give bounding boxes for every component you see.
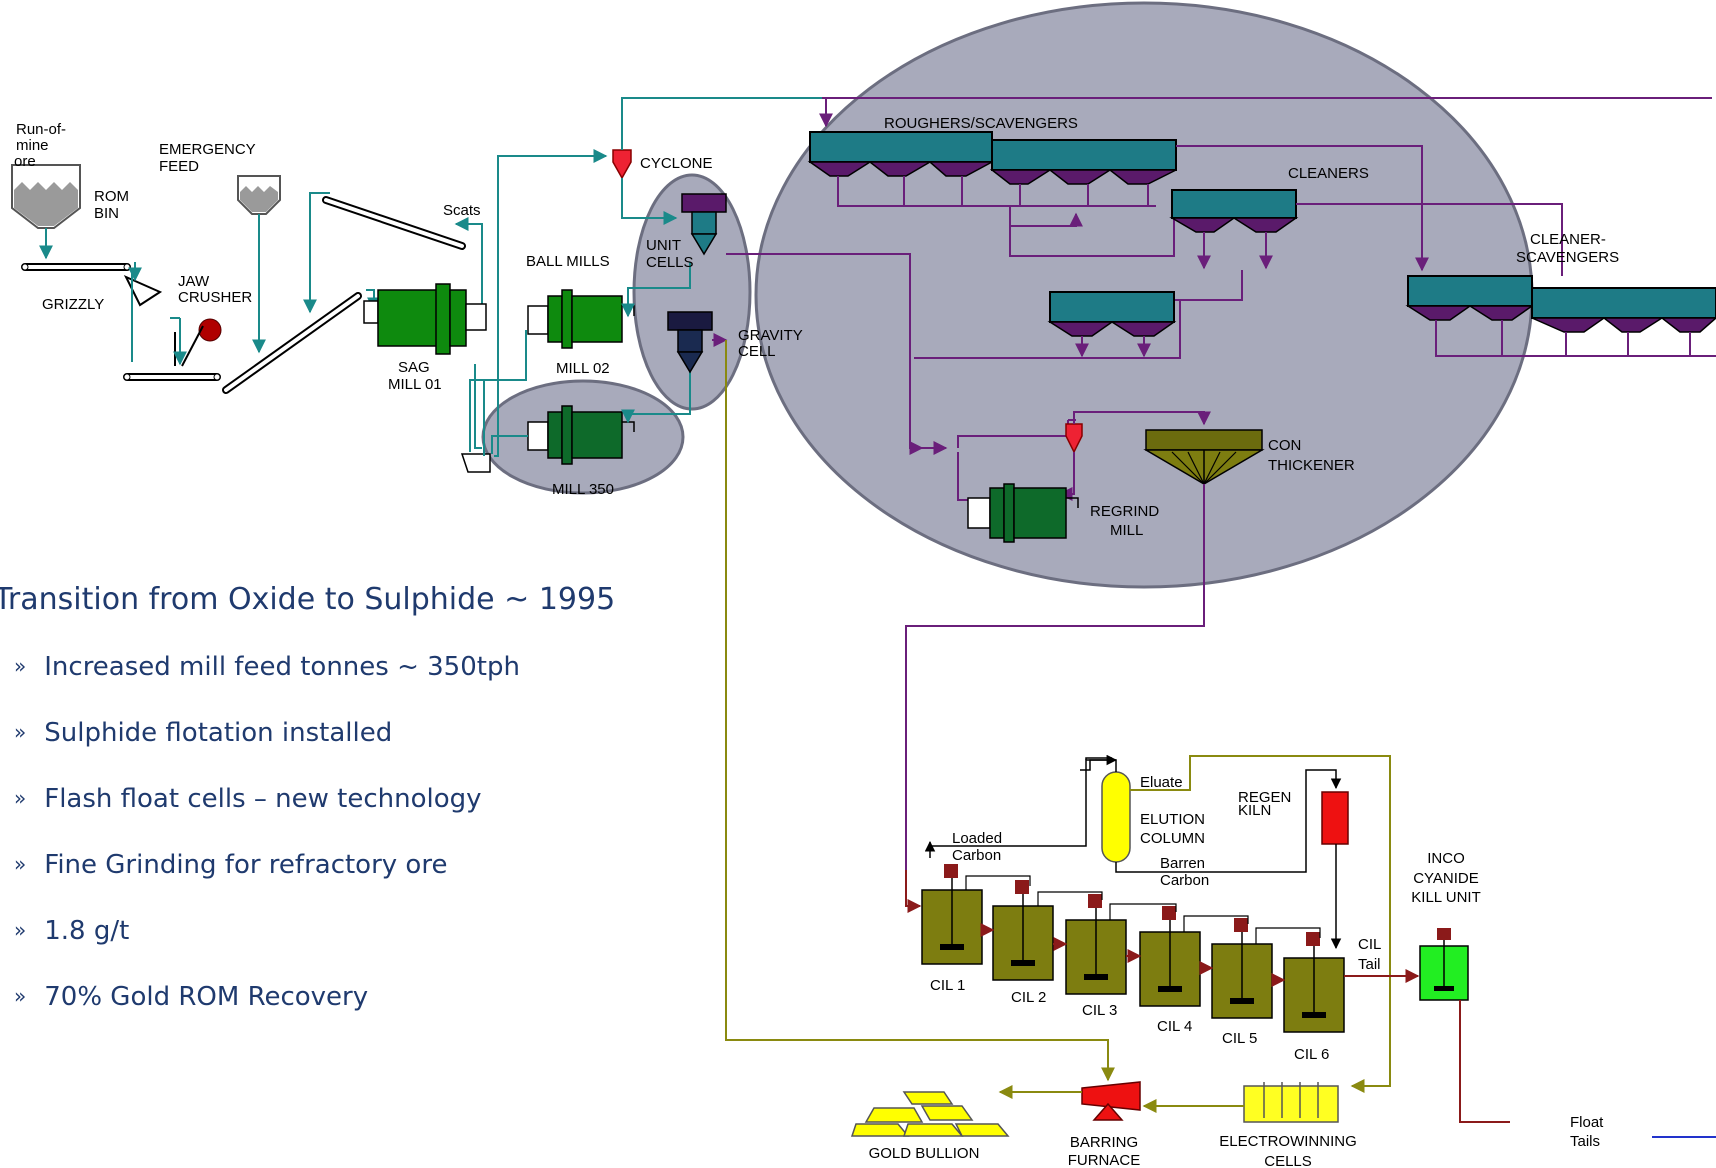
mill-02 — [527, 289, 635, 349]
cil-5-label: CIL 5 — [1222, 1030, 1257, 1047]
unit-cells-zone — [632, 173, 752, 411]
pump-box — [460, 453, 491, 473]
gravity-con-line — [725, 340, 1115, 1082]
cil-interstage-lines — [965, 875, 1321, 987]
mill-02-label: MILL 02 — [556, 360, 610, 377]
cleaners-label: CLEANERS — [1288, 165, 1369, 182]
sag-mill — [363, 283, 487, 355]
float-tails-line — [1459, 1000, 1510, 1123]
regrind-overflow-line — [1073, 411, 1211, 426]
mill-feed-conveyor — [222, 292, 362, 394]
cil-3-label: CIL 3 — [1082, 1002, 1117, 1019]
regen-kiln — [1321, 791, 1349, 845]
rom-bin — [11, 164, 81, 229]
mill350-discharge-line — [491, 435, 528, 454]
unit-cell — [681, 193, 727, 256]
gold-bullion-label: GOLD BULLION — [869, 1145, 980, 1162]
cil-2-label: CIL 2 — [1011, 989, 1046, 1006]
sag-discharge-line — [474, 364, 482, 449]
cil-tank — [1139, 906, 1201, 1007]
loaded-carbon-to-column — [1085, 757, 1112, 760]
cil-tank — [992, 880, 1054, 981]
scats-label: Scats — [443, 202, 481, 219]
mill-350-label: MILL 350 — [552, 481, 614, 498]
cil-6-label: CIL 6 — [1294, 1046, 1329, 1063]
cil-1-label: CIL 1 — [930, 977, 965, 994]
gravity-cell — [667, 311, 713, 374]
cil-tank — [921, 864, 983, 965]
cil-tank — [1283, 932, 1345, 1033]
cil-tanks — [921, 864, 1345, 1033]
cyclone-underflow-line — [621, 178, 678, 225]
barring-furnace — [1081, 1081, 1141, 1121]
mill02-feed-line — [621, 262, 691, 318]
eluate-label: Eluate — [1140, 774, 1183, 791]
regrind-discharge-line — [957, 452, 970, 501]
elution-column — [1101, 771, 1131, 863]
cil-tank — [1211, 918, 1273, 1019]
inco-kill-unit — [1419, 928, 1469, 1001]
cyclone-underflow-02-line — [469, 330, 527, 452]
electrowinning-cells — [1243, 1082, 1339, 1123]
cil-tank — [1065, 894, 1127, 995]
mill-350 — [527, 405, 635, 465]
grizzly — [21, 263, 131, 271]
eluate-line — [1130, 755, 1391, 1093]
cyclone — [612, 149, 632, 180]
cyclone-feed-line — [494, 149, 608, 457]
cleaner-scavenger-bank — [1405, 275, 1716, 333]
scats-return-line — [454, 217, 483, 304]
scav-con-collector — [1435, 320, 1716, 357]
cleaner-scavengers-label: CLEANER-SCAVENGERS — [1516, 231, 1619, 266]
cyclone-label: CYCLONE — [640, 155, 713, 172]
recleaner-bank — [1047, 291, 1177, 337]
cil-feed-line — [905, 870, 922, 913]
cil-4-label: CIL 4 — [1157, 1018, 1192, 1035]
con-thickener — [1143, 429, 1265, 485]
cleaner-feed-line — [1009, 206, 1083, 227]
regrind-cyclone — [1065, 423, 1083, 454]
crusher-conveyor — [123, 373, 221, 381]
rougher-con-collector — [837, 176, 1156, 207]
emergency-feed-bin — [237, 175, 281, 215]
kiln-feed-line — [1115, 769, 1342, 873]
roughers-label: ROUGHERS/SCAVENGERS — [884, 115, 1078, 132]
recleaner-con-line — [914, 300, 1181, 359]
regrind-mill — [967, 483, 1079, 543]
gold-bullion — [850, 1091, 1010, 1137]
rougher-con-to-cleaner — [1009, 206, 1175, 257]
cleaner-tail-line — [1296, 203, 1563, 276]
cleaner-bank — [1169, 189, 1299, 233]
scats-conveyor — [322, 196, 466, 250]
column-to-kiln-line — [1080, 754, 1118, 771]
unit-cell-con-line — [726, 253, 924, 455]
scats-to-feed-line — [303, 192, 330, 314]
ball-mills-label: BALL MILLS — [526, 253, 610, 270]
rougher-tail-line — [1176, 145, 1429, 272]
rougher-bank — [807, 131, 1177, 185]
grizzly-label: GRIZZLY — [42, 296, 104, 313]
